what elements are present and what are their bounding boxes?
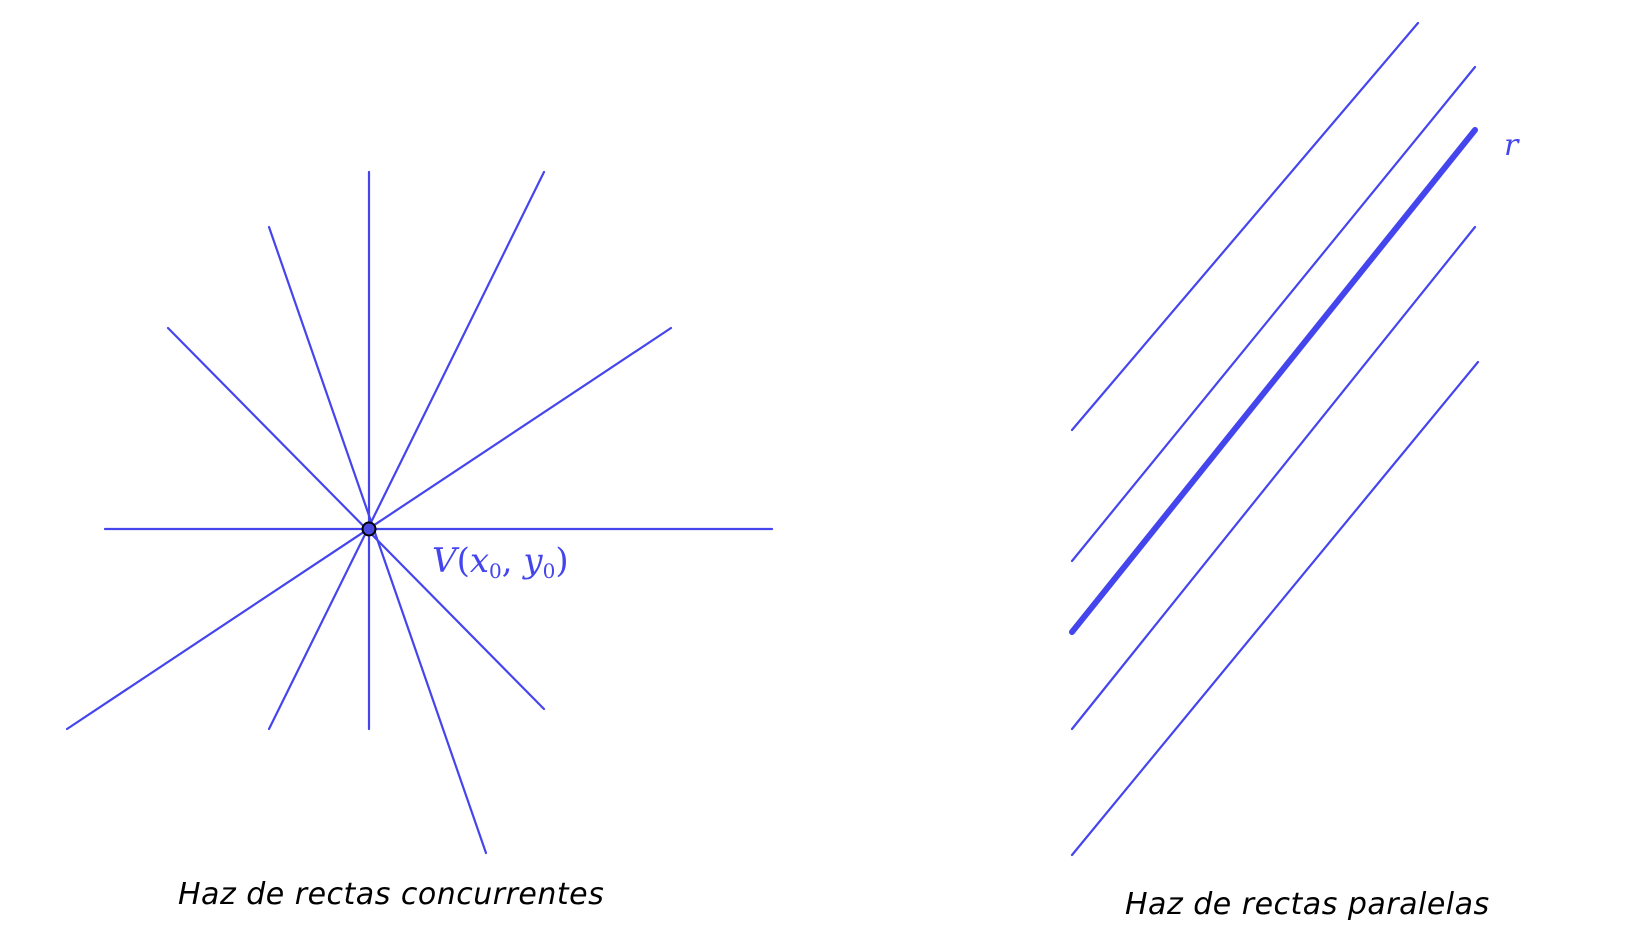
- concurrent-caption: Haz de rectas concurrentes: [178, 877, 604, 912]
- vertex-label-x-sub: 0: [489, 559, 502, 583]
- vertex-label-y-sub: 0: [543, 559, 556, 583]
- vertex-label-letter: V: [432, 541, 460, 581]
- parallel-line-1: [1070, 21, 1420, 432]
- parallel-caption: Haz de rectas paralelas: [1125, 887, 1490, 922]
- parallel-line-2: [1070, 65, 1477, 563]
- vertex-label: V(x0, y0): [432, 541, 569, 583]
- vertex-label-sep: ,: [502, 541, 524, 581]
- concurrent-line-steep-right: [267, 170, 546, 731]
- parallel-line-4: [1070, 225, 1477, 731]
- parallel-line-5: [1070, 360, 1480, 857]
- vertex-label-x: x: [470, 541, 489, 581]
- parallel-line-r: [1069, 127, 1478, 635]
- vertex-label-close: ): [555, 541, 568, 581]
- vertex-point: [361, 521, 377, 537]
- vertex-label-y: y: [521, 541, 543, 581]
- parallel-pencil: r Haz de rectas paralelas: [1069, 21, 1520, 922]
- concurrent-line-diagonal-down: [166, 326, 546, 711]
- concurrent-line-steep-left: [267, 225, 488, 855]
- line-r-label: r: [1504, 128, 1520, 163]
- vertex-label-open: (: [457, 541, 470, 581]
- concurrent-pencil: V(x0, y0) Haz de rectas concurrentes: [65, 170, 774, 912]
